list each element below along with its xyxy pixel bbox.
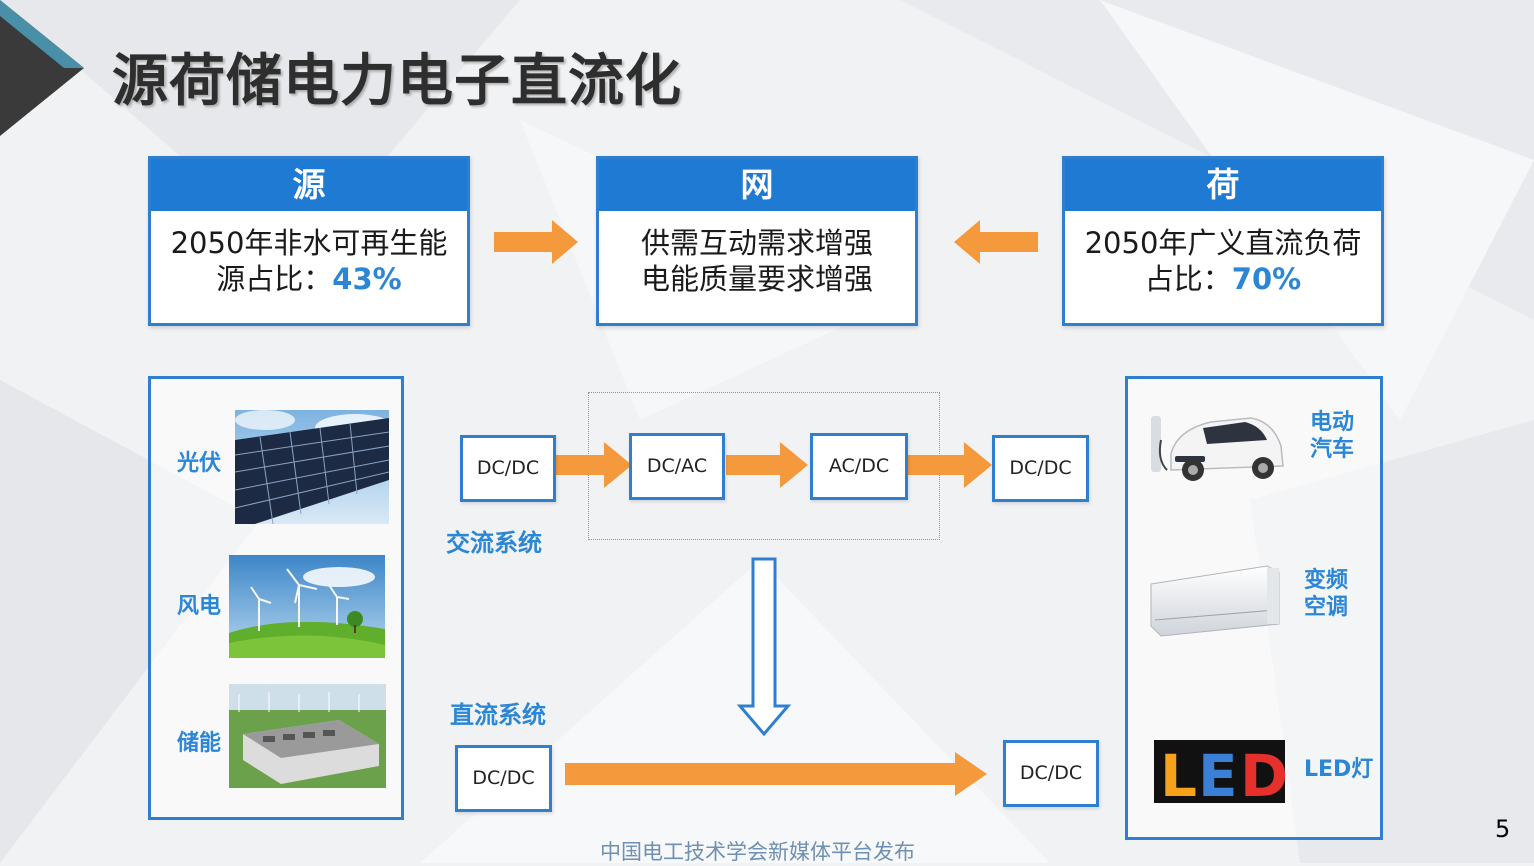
source-to-grid-arrow	[494, 220, 578, 264]
ev-label-line1: 电动	[1310, 410, 1355, 435]
led-letters: L E D	[1160, 742, 1285, 803]
load-card-prefix: 占比：	[1144, 262, 1232, 296]
arrow-acdc-to-dcdc	[906, 442, 992, 488]
load-card-line1: 2050年广义直流负荷	[1084, 226, 1362, 260]
corner-triangle-teal	[0, 0, 84, 68]
dc-chain-dcdc-right: DC/DC	[1003, 740, 1099, 807]
pv-label: 光伏	[177, 451, 222, 476]
ac-to-dc-transition-arrow	[736, 557, 792, 737]
footer-publisher: 中国电工技术学会新媒体平台发布	[600, 840, 915, 864]
source-card-line1: 2050年非水可再生能	[170, 226, 448, 260]
ev-label: 电动 汽车	[1310, 409, 1354, 463]
dc-chain-dcdc-left: DC/DC	[455, 745, 552, 812]
led-letter-d: D	[1240, 742, 1285, 803]
storage-label: 储能	[177, 731, 222, 756]
wind-label: 风电	[177, 594, 222, 619]
grid-card-body: 供需互动需求增强 电能质量要求增强	[599, 211, 915, 297]
grid-card: 网 供需互动需求增强 电能质量要求增强	[596, 156, 918, 326]
ac-label-line1: 变频	[1304, 568, 1349, 593]
dc-system-label: 直流系统	[450, 701, 546, 729]
led-letter-e: E	[1198, 742, 1238, 803]
page-number: 5	[1495, 815, 1511, 843]
arrow-dcac-to-acdc	[726, 442, 808, 488]
source-card-value: 43%	[332, 262, 402, 296]
load-card-head: 荷	[1065, 159, 1381, 211]
led-sign-image: L E D	[1154, 740, 1285, 803]
led-letter-l: L	[1160, 742, 1197, 803]
load-card: 荷 2050年广义直流负荷 占比：70%	[1062, 156, 1384, 326]
source-card-prefix: 源占比：	[216, 262, 333, 296]
wind-turbine-image	[229, 555, 385, 658]
page-title: 源荷储电力电子直流化	[112, 49, 682, 114]
source-card-head: 源	[151, 159, 467, 211]
source-card-line2: 源占比：43%	[151, 261, 467, 297]
arrow-dcdc-to-dcac	[554, 442, 632, 488]
ac-label: 变频 空调	[1304, 567, 1348, 621]
grid-card-line2: 电能质量要求增强	[640, 262, 873, 296]
load-card-body: 2050年广义直流负荷 占比：70%	[1065, 211, 1381, 297]
load-card-value: 70%	[1231, 262, 1302, 296]
source-card: 源 2050年非水可再生能 源占比：43%	[148, 156, 470, 326]
grid-card-line1: 供需互动需求增强	[640, 226, 873, 260]
load-to-grid-arrow	[954, 220, 1038, 264]
ac-label-line2: 空调	[1304, 595, 1349, 620]
load-card-line2: 占比：70%	[1065, 261, 1381, 297]
electric-car-image	[1147, 400, 1287, 488]
led-label: LED灯	[1304, 757, 1374, 782]
corner-triangle-dark	[0, 0, 84, 136]
source-card-body: 2050年非水可再生能 源占比：43%	[151, 211, 467, 297]
ac-chain-dcdc-right: DC/DC	[992, 435, 1089, 502]
grid-card-head: 网	[599, 159, 915, 211]
storage-station-image	[229, 684, 386, 788]
solar-panel-image	[235, 410, 389, 524]
dc-chain-arrow	[565, 752, 987, 796]
ac-chain-dcac: DC/AC	[629, 433, 725, 500]
ac-chain-dcdc-left: DC/DC	[460, 435, 556, 502]
air-conditioner-image	[1147, 562, 1281, 638]
ac-chain-acdc: AC/DC	[810, 433, 908, 500]
ac-system-label: 交流系统	[446, 529, 542, 557]
ev-label-line2: 汽车	[1310, 437, 1355, 462]
